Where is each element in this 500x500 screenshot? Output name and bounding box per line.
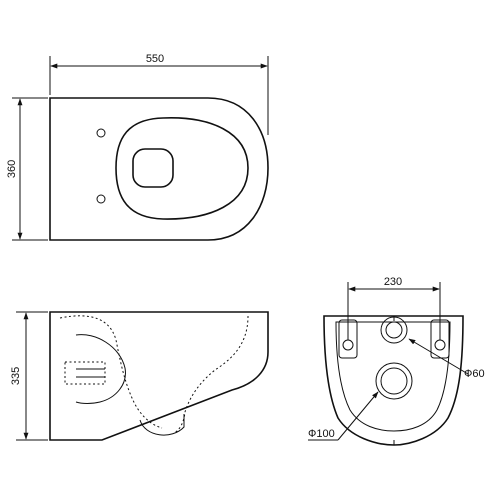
- rear-outer-outline: [323, 315, 464, 446]
- inner-trap-dotted: [59, 315, 163, 429]
- bowl-side-profile: [75, 334, 126, 404]
- dimension-label-dia-60: Ф60: [464, 368, 485, 380]
- side-view: 335: [10, 311, 269, 441]
- bowl-outlet: [132, 148, 174, 188]
- side-view-outline: [49, 311, 269, 441]
- left-bolt-hole: [342, 339, 354, 351]
- rear-view: 230 Ф60 Ф100: [308, 276, 485, 446]
- dimension-label-height: 360: [6, 160, 18, 178]
- dimension-label-width: 550: [146, 53, 164, 65]
- outlet-curve: [139, 414, 185, 436]
- leader-line-100: [337, 391, 379, 441]
- outlet-hole-outer: [375, 362, 413, 400]
- bowl-rim: [115, 117, 249, 220]
- leader-line-60: [408, 338, 469, 375]
- right-bolt-hole: [434, 339, 446, 351]
- fixing-hole-upper: [96, 128, 106, 138]
- rear-inner-outline: [335, 321, 451, 432]
- cistern-connector-outer: [64, 361, 106, 385]
- top-view: 550 360: [6, 53, 269, 241]
- dimension-label-hole-spacing: 230: [384, 276, 402, 288]
- dimension-label-dia-100: Ф100: [308, 428, 335, 440]
- dimension-label-side-height: 335: [10, 367, 22, 385]
- fixing-hole-lower: [96, 194, 106, 204]
- top-view-outline: [49, 97, 269, 241]
- inlet-hole-inner: [385, 321, 403, 339]
- outer-body-dotted: [173, 315, 249, 434]
- outlet-hole-inner: [380, 367, 408, 395]
